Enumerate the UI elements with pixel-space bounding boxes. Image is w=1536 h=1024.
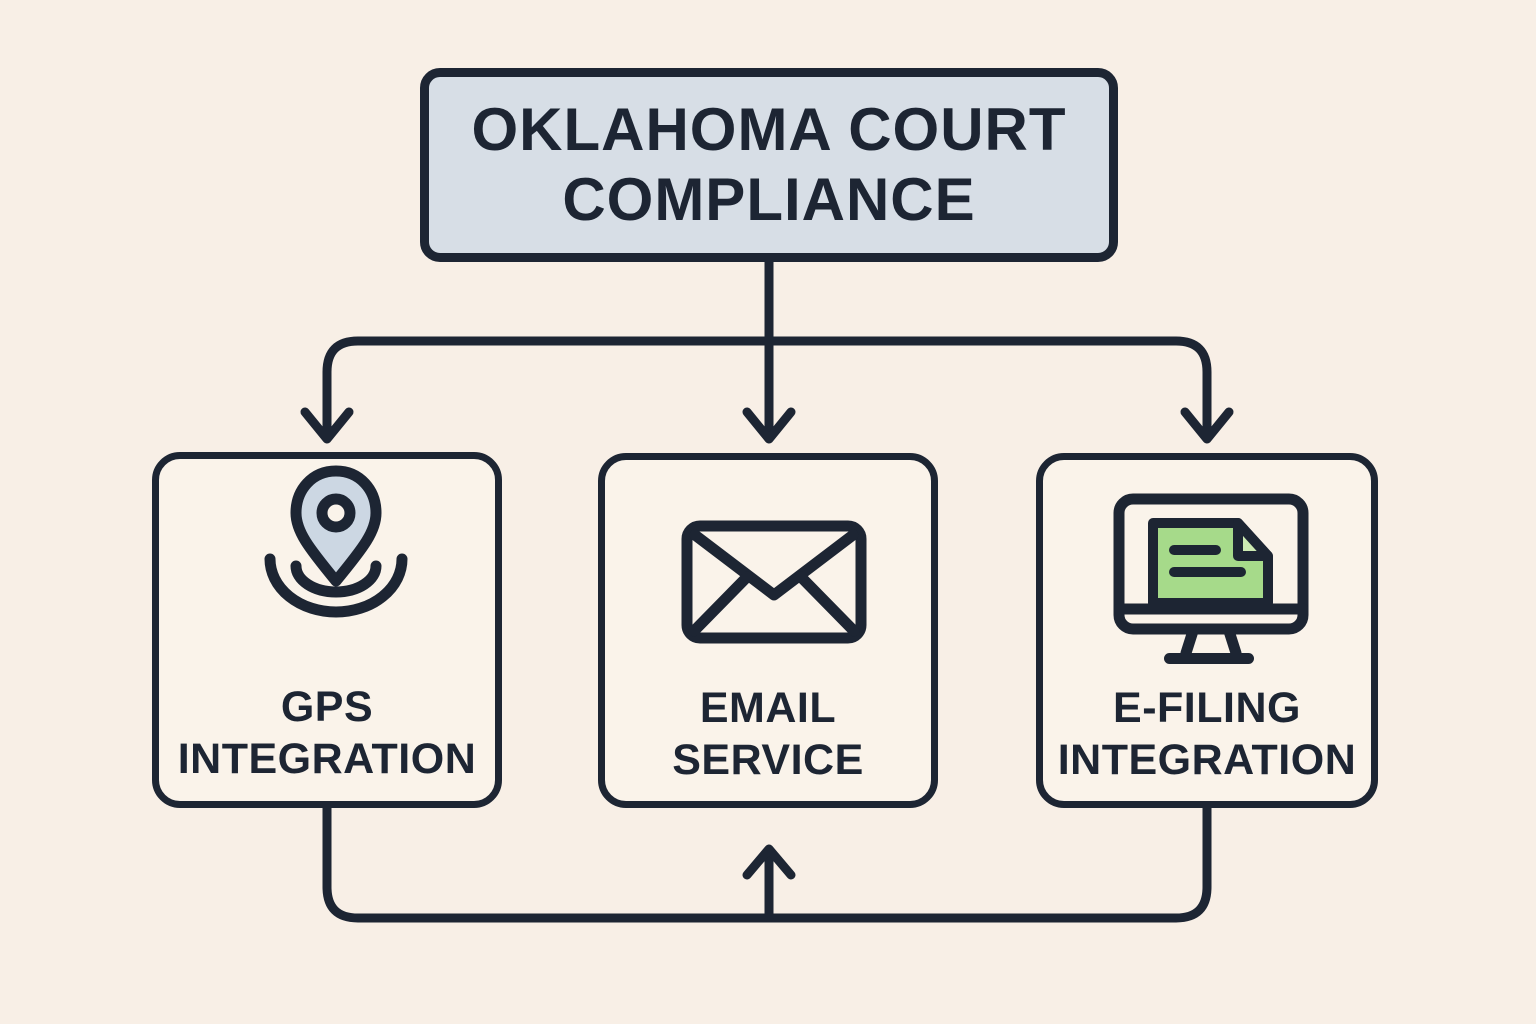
- email-service-label: EMAIL SERVICE: [605, 682, 931, 786]
- arrowhead-down-gps: [300, 407, 354, 444]
- node-oklahoma-court-compliance: OKLAHOMA COURT COMPLIANCE: [420, 68, 1118, 262]
- arrowhead-down-email: [742, 407, 796, 444]
- location-pin-icon: [264, 465, 408, 618]
- e-filing-integration-label: E-FILING INTEGRATION: [1043, 682, 1371, 786]
- connector-branch-bar: [322, 336, 1212, 441]
- monitor-document-icon: [1113, 493, 1309, 664]
- node-gps-integration: GPS INTEGRATION: [152, 452, 502, 808]
- efiling-label-line-2: INTEGRATION: [1057, 736, 1357, 784]
- arrowhead-down-efiling: [1180, 407, 1234, 444]
- efiling-label-line-1: E-FILING: [1113, 684, 1301, 732]
- title-line-2: COMPLIANCE: [562, 166, 976, 233]
- gps-label-line-1: GPS: [280, 683, 374, 731]
- gps-label-line-2: INTEGRATION: [177, 735, 477, 783]
- node-email-service: EMAIL SERVICE: [598, 453, 938, 808]
- email-label-line-2: SERVICE: [672, 736, 864, 784]
- gps-integration-label: GPS INTEGRATION: [159, 681, 495, 785]
- node-e-filing-integration: E-FILING INTEGRATION: [1036, 453, 1378, 808]
- email-label-line-1: EMAIL: [699, 684, 837, 732]
- arrowhead-up-email: [742, 844, 796, 880]
- title-line-1: OKLAHOMA COURT: [471, 96, 1067, 163]
- envelope-icon: [681, 520, 867, 644]
